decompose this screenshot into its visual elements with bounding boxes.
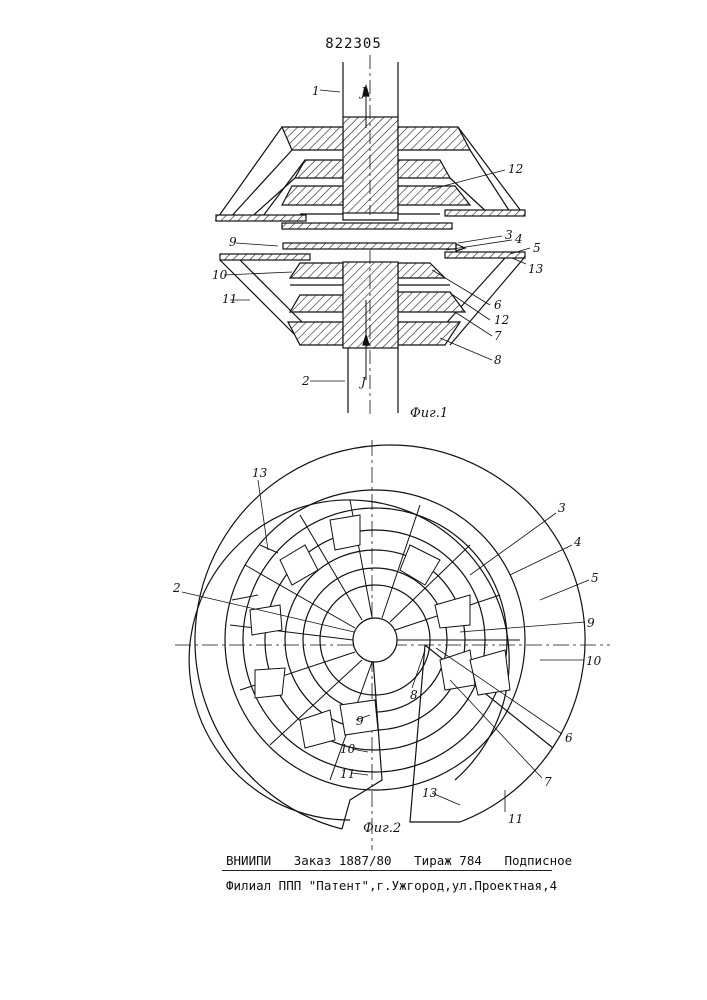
fig1-label: 1 — [312, 84, 320, 98]
fig2-label: 13 — [252, 466, 268, 480]
fig2-label: 3 — [558, 501, 566, 515]
fig1-label: 10 — [212, 268, 228, 282]
fig1-label: 9 — [229, 235, 237, 249]
fig2-label: 5 — [591, 571, 599, 585]
upper-conductor-rod — [343, 55, 398, 215]
fig2-label: 9 — [587, 616, 595, 630]
footer-address: Филиал ППП "Патент",г.Ужгород,ул.Проектн… — [226, 878, 557, 893]
footer-divider — [222, 870, 552, 871]
fig2-label: 7 — [544, 775, 552, 789]
figure-2-caption: Фиг.2 — [363, 821, 401, 836]
fig1-label: 8 — [494, 353, 502, 367]
fig2-label: 10 — [340, 742, 356, 756]
fig1-label: 4 — [514, 232, 523, 246]
current-label: J — [358, 375, 367, 389]
fig1-label: 11 — [222, 292, 237, 306]
fig2-label: 11 — [508, 812, 523, 826]
fig1-label: 7 — [494, 329, 502, 343]
fig1-label: 3 — [505, 228, 513, 242]
lower-electrode-stack — [220, 243, 525, 415]
figure-1-caption: Фиг.1 — [410, 406, 448, 421]
fig2-label: 6 — [565, 731, 573, 745]
fig2-label: 8 — [410, 688, 418, 702]
fig1-label: 5 — [533, 241, 541, 255]
footer-publication-info: ВНИИПИ Заказ 1887/80 Тираж 784 Подписное — [226, 853, 572, 868]
fig1-label: 2 — [301, 374, 310, 388]
current-label: J — [358, 85, 367, 99]
fig1-label: 12 — [508, 162, 523, 176]
figure-1-cross-section — [216, 55, 530, 415]
fig2-label: 10 — [586, 654, 602, 668]
fig2-label: 2 — [172, 581, 181, 595]
fig2-label: 11 — [340, 767, 355, 781]
fig1-label: 12 — [494, 313, 509, 327]
fig1-label: 6 — [494, 298, 502, 312]
fig2-label: 4 — [573, 535, 582, 549]
fig2-label: 13 — [422, 786, 438, 800]
fig2-label: 9 — [356, 714, 364, 728]
fig1-label: 13 — [528, 262, 544, 276]
